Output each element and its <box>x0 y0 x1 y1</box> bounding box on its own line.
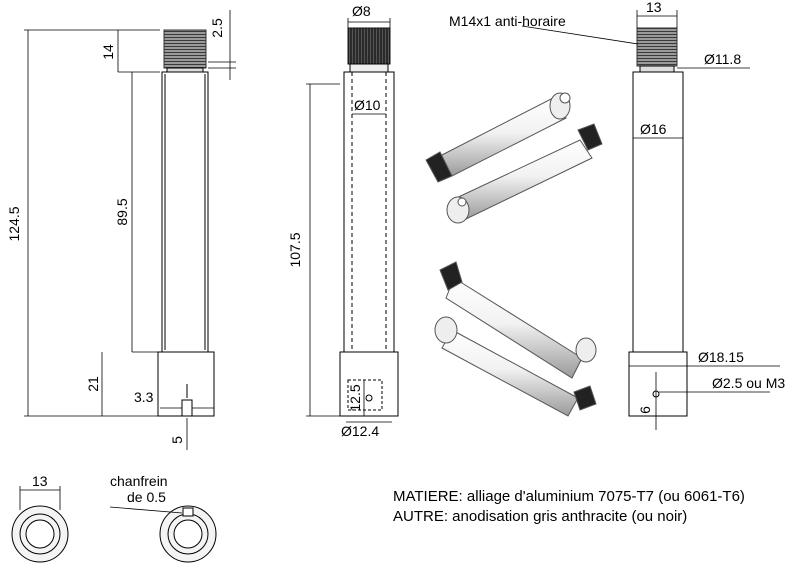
end-view-left <box>11 486 69 563</box>
thread-width-label: 13 <box>646 0 662 15</box>
section-thread <box>347 27 391 65</box>
end-views <box>11 486 217 563</box>
hole-diameter-label: Ø2.5 ou M3 <box>712 375 785 391</box>
base-bore-diameter-label: Ø12.4 <box>341 423 379 439</box>
slot-depth-label: 5 <box>169 436 185 444</box>
material-note: MATIERE: alliage d'aluminium 7075-T7 (ou… <box>393 488 745 505</box>
render-bottom-left <box>439 261 597 379</box>
thread-offset-label: 2.5 <box>209 18 225 38</box>
neck-diameter-label: Ø11.8 <box>704 51 741 67</box>
base-diameter-label: Ø18.15 <box>698 349 744 365</box>
thread-section <box>163 29 207 69</box>
render-top-right <box>446 123 603 224</box>
thread-spec-label: M14x1 anti-horaire <box>449 13 566 29</box>
thread-diameter-label: Ø8 <box>352 3 371 19</box>
finish-note: AUTRE: anodisation gris anthracite (ou n… <box>393 508 688 525</box>
chamfer-label-line1: chanfrein <box>110 473 168 489</box>
neck <box>166 67 204 73</box>
shaft-diameter-label: Ø16 <box>640 121 667 137</box>
bore-diameter-label: Ø10 <box>354 97 381 113</box>
bore-depth-label: 107.5 <box>287 232 303 267</box>
section-view <box>306 18 399 423</box>
end-width-label: 13 <box>32 473 48 489</box>
render-top-left <box>425 92 571 183</box>
render-bottom-right <box>434 316 597 417</box>
hole-height-label: 12.5 <box>347 384 363 411</box>
base-length-label: 21 <box>85 376 101 392</box>
render-views <box>425 92 603 417</box>
overall-length-label: 124.5 <box>6 206 22 241</box>
shaft-length-label: 89.5 <box>114 198 130 225</box>
left-side-view <box>24 10 236 450</box>
right-side-view <box>521 10 780 430</box>
shaft <box>161 71 209 353</box>
slot <box>181 399 193 417</box>
chamfer-label-line2: de 0.5 <box>127 489 166 505</box>
thread-length-label: 14 <box>100 44 116 60</box>
hole-offset-label: 6 <box>637 406 653 414</box>
slot-width-label: 3.3 <box>134 389 154 405</box>
section-base <box>339 351 399 417</box>
end-view-right <box>109 505 217 563</box>
